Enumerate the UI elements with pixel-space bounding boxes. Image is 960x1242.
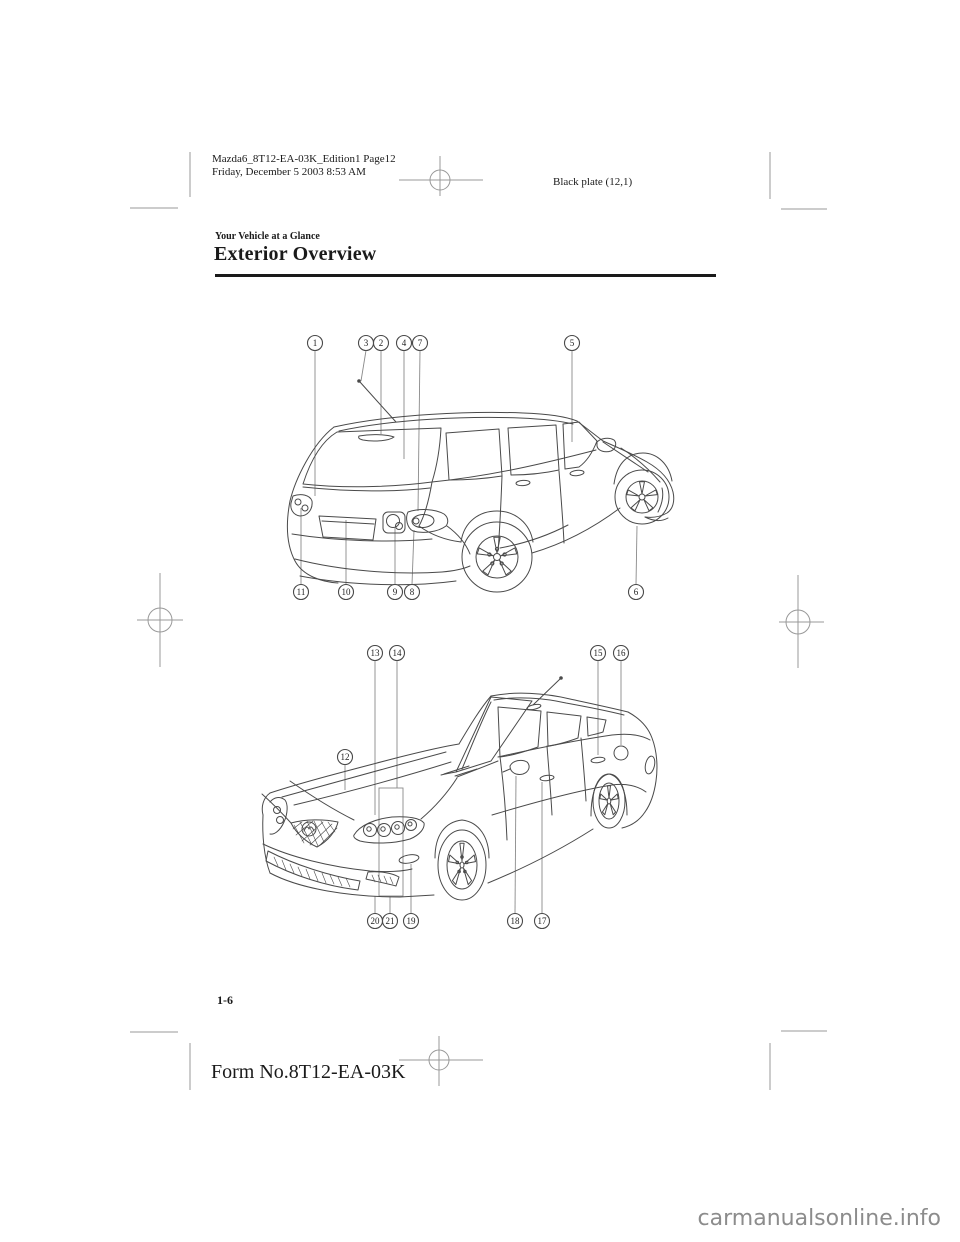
callout-marker-8: 8 [403, 583, 421, 601]
front-diagram-leader-lines [344, 660, 622, 914]
callout-marker-16: 16 [612, 645, 630, 662]
callout-marker-1: 1 [306, 334, 324, 352]
form-number: Form No.8T12-EA-03K [211, 1061, 406, 1083]
front-view-car-art [261, 676, 658, 901]
front-exterior-diagram: 13 14 15 16 12 20 21 19 18 17 [261, 645, 658, 930]
svg-text:4: 4 [402, 338, 407, 348]
site-watermark: carmanualsonline.info [697, 1206, 941, 1231]
svg-text:14: 14 [393, 648, 403, 658]
svg-text:19: 19 [407, 916, 417, 926]
rear-diagram-leader-lines [300, 350, 638, 585]
svg-text:9: 9 [393, 587, 398, 597]
svg-text:12: 12 [341, 752, 350, 762]
svg-text:20: 20 [371, 916, 381, 926]
callout-marker-10: 10 [337, 583, 355, 601]
callout-marker-15: 15 [589, 645, 607, 662]
page-title: Exterior Overview [214, 243, 377, 265]
svg-text:8: 8 [410, 587, 415, 597]
svg-text:10: 10 [342, 587, 352, 597]
callout-marker-20: 20 [366, 912, 384, 930]
callout-marker-3: 3 [357, 334, 375, 352]
registration-mark-bottom [399, 1036, 483, 1086]
file-info-line2: Friday, December 5 2003 8:53 AM [212, 165, 366, 178]
svg-text:5: 5 [570, 338, 575, 348]
plate-label: Black plate (12,1) [553, 176, 633, 188]
chapter-eyebrow: Your Vehicle at a Glance [215, 231, 320, 242]
callout-marker-7: 7 [411, 334, 429, 352]
svg-text:16: 16 [617, 648, 627, 658]
rear-diagram-callouts: 1 3 2 4 7 5 11 10 9 8 6 [292, 334, 645, 601]
callout-marker-21: 21 [381, 912, 399, 930]
callout-marker-6: 6 [627, 583, 645, 601]
svg-text:1: 1 [313, 338, 318, 348]
svg-text:15: 15 [594, 648, 604, 658]
callout-marker-14: 14 [388, 645, 406, 662]
callout-marker-17: 17 [533, 912, 551, 930]
front-diagram-callouts: 13 14 15 16 12 20 21 19 18 17 [336, 645, 630, 930]
callout-marker-18: 18 [506, 912, 524, 930]
svg-text:13: 13 [371, 648, 381, 658]
rear-exterior-diagram: 1 3 2 4 7 5 11 10 9 8 6 [286, 334, 675, 601]
page-number: 1-6 [217, 993, 233, 1007]
registration-mark-left [137, 573, 183, 667]
svg-text:21: 21 [386, 916, 395, 926]
svg-text:6: 6 [634, 587, 639, 597]
svg-text:17: 17 [538, 916, 548, 926]
antenna-art [357, 379, 397, 423]
svg-text:3: 3 [364, 338, 369, 348]
svg-text:11: 11 [297, 587, 306, 597]
svg-text:2: 2 [379, 338, 384, 348]
rear-view-car-art [286, 379, 675, 593]
callout-marker-11: 11 [292, 583, 310, 601]
svg-text:18: 18 [511, 916, 521, 926]
callout-marker-5: 5 [563, 334, 581, 352]
callout-marker-4: 4 [395, 334, 413, 352]
callout-marker-2: 2 [372, 334, 390, 352]
registration-mark-right [779, 575, 824, 668]
file-info-line1: Mazda6_8T12-EA-03K_Edition1 Page12 [212, 153, 396, 165]
registration-mark-top [399, 156, 483, 196]
callout-marker-12: 12 [336, 748, 354, 766]
callout-marker-19: 19 [402, 912, 420, 930]
callout-marker-13: 13 [366, 645, 384, 662]
title-rule [215, 274, 716, 277]
callout-marker-9: 9 [386, 583, 404, 601]
svg-text:7: 7 [418, 338, 423, 348]
